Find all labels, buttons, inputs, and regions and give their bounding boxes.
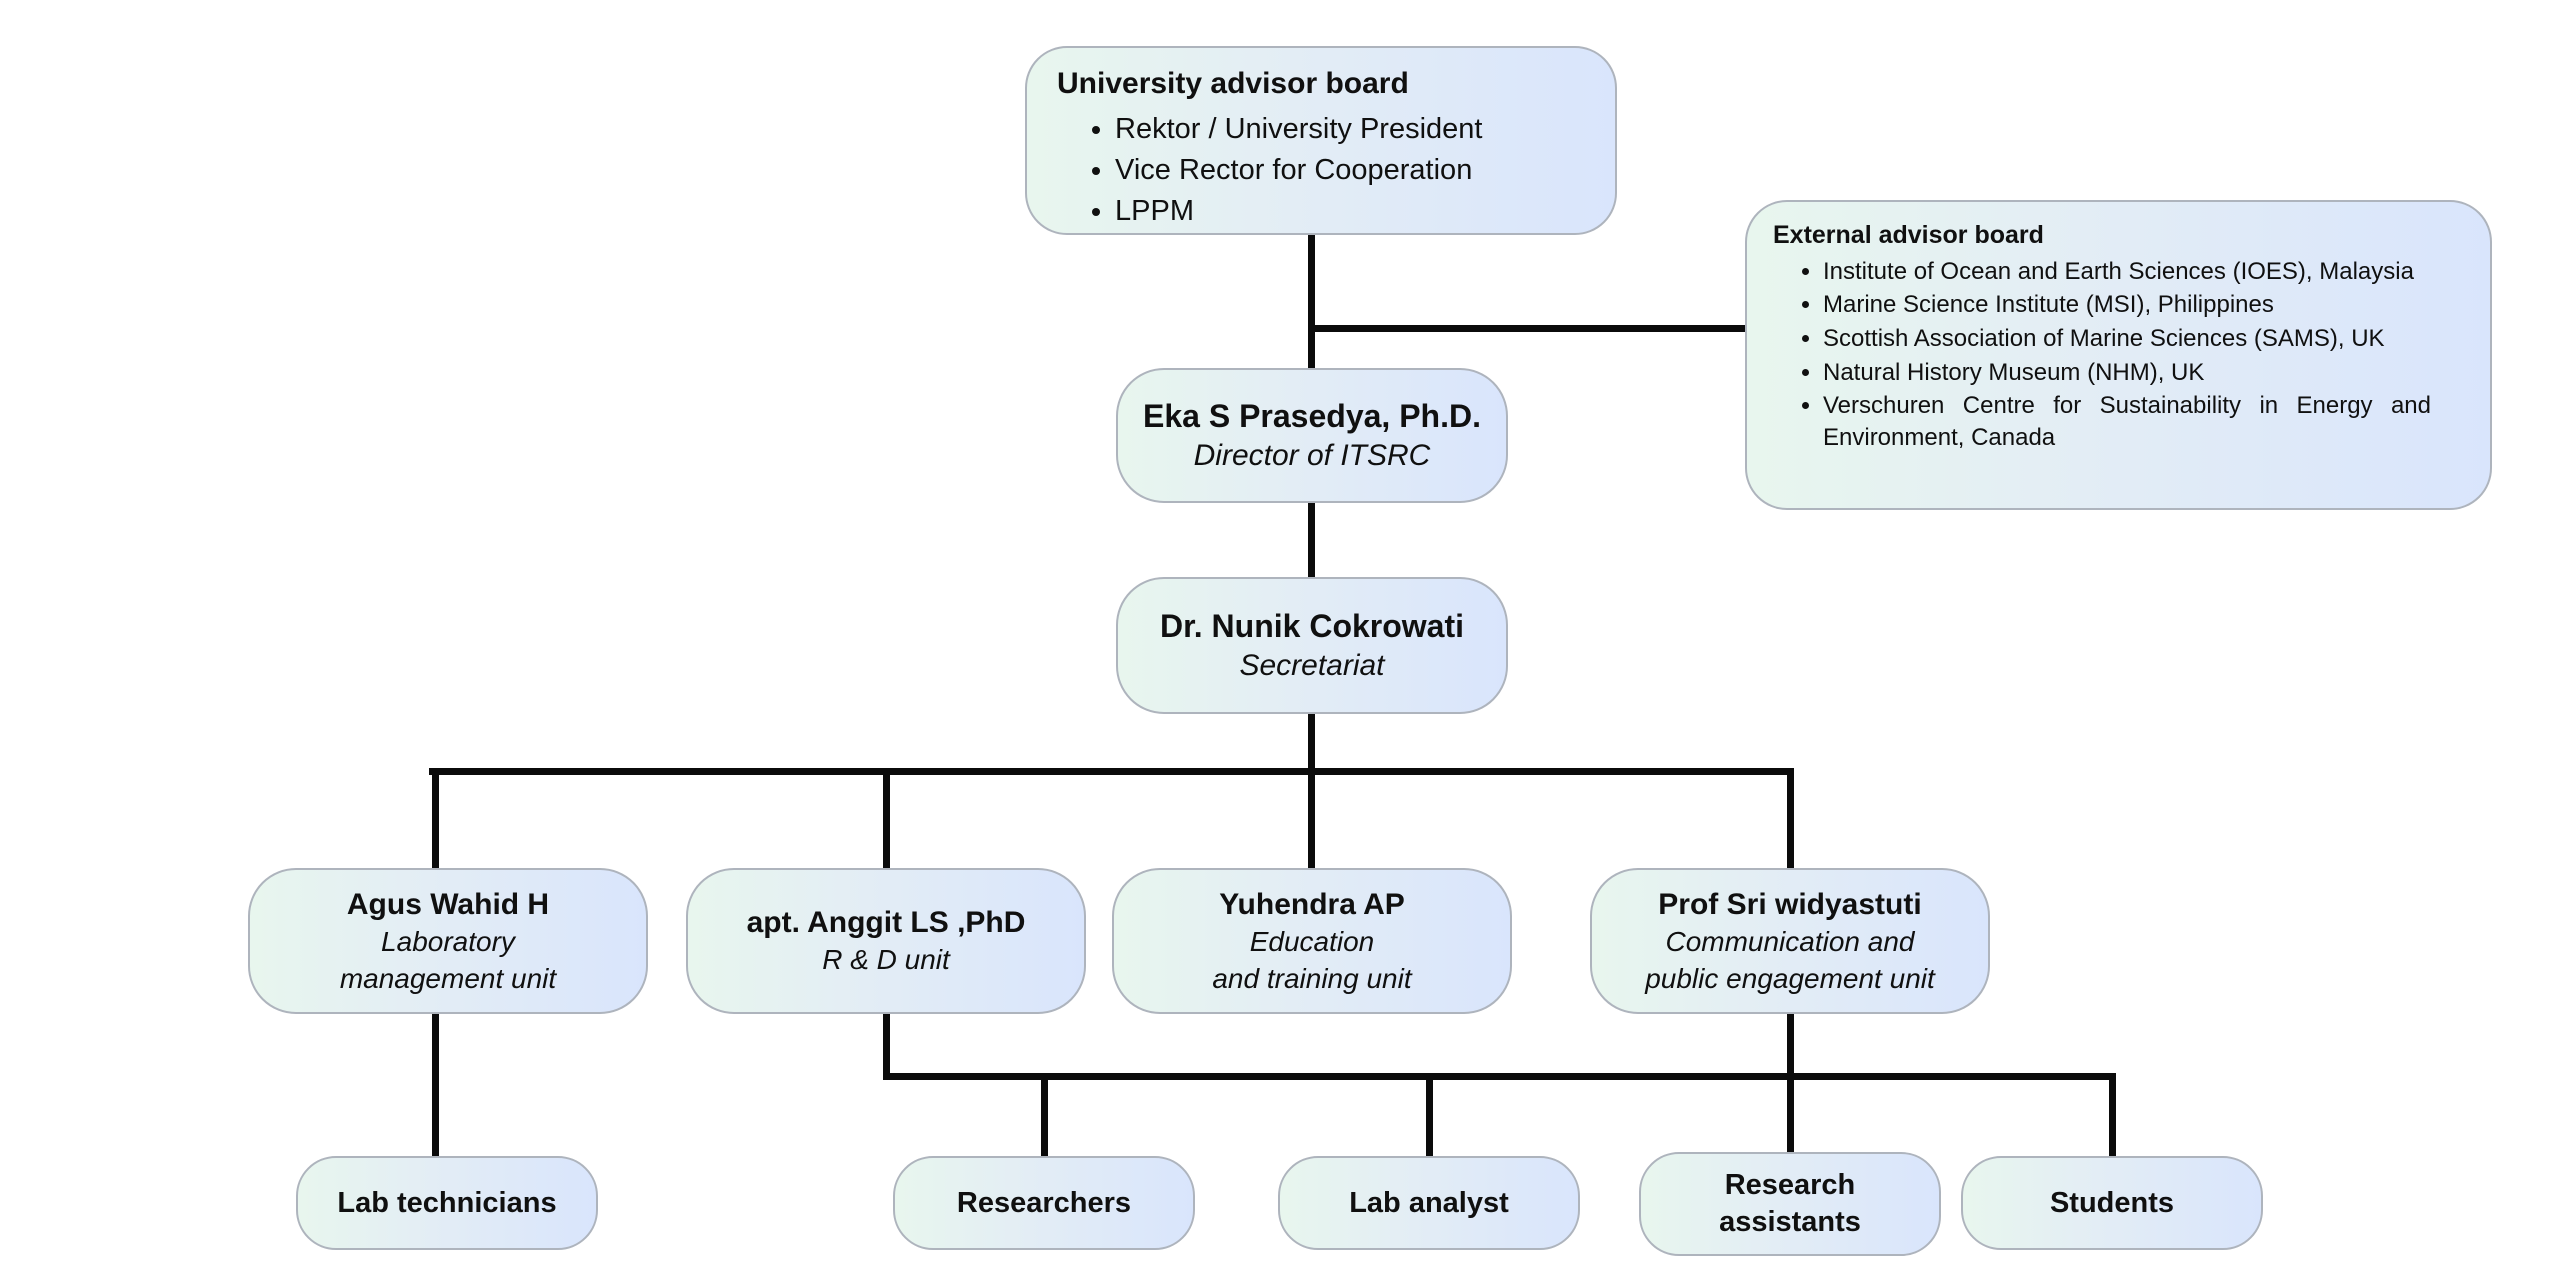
connector-staff-branch [883, 1073, 2116, 1080]
external-board-member: Verschuren Centre for Sustainability in … [1823, 390, 2431, 453]
unit-box-communication-engagement: Prof Sri widyastuti Communication and pu… [1590, 868, 1990, 1014]
connector-unit2-to-staffbranch [883, 1012, 890, 1080]
connector-to-external-board [1308, 325, 1745, 332]
university-board-member: LPPM [1115, 191, 1591, 232]
connector-drop-unit-3 [1308, 768, 1315, 872]
director-role: Director of ITSRC [1193, 439, 1431, 472]
university-advisor-board-box: University advisor board Rektor / Univer… [1025, 46, 1617, 235]
unit-lead-name: Prof Sri widyastuti [1658, 887, 1922, 921]
connector-drop-unit-2 [883, 768, 890, 872]
secretariat-name: Dr. Nunik Cokrowati [1159, 608, 1465, 644]
unit-lead-name: apt. Anggit LS ,PhD [746, 906, 1026, 940]
unit-lead-name: Yuhendra AP [1219, 887, 1405, 921]
university-board-member: Rektor / University President [1115, 109, 1591, 150]
unit-box-laboratory-management: Agus Wahid H Laboratory management unit [248, 868, 648, 1014]
external-advisor-board-box: External advisor board Institute of Ocea… [1745, 200, 2492, 510]
staff-label: Lab analyst [1349, 1186, 1509, 1219]
staff-label: Research assistants [1719, 1169, 1861, 1238]
unit-lead-name: Agus Wahid H [346, 887, 550, 921]
staff-label: Students [2049, 1186, 2175, 1219]
connector-drop-students [2109, 1073, 2116, 1160]
unit-box-education-training: Yuhendra AP Education and training unit [1112, 868, 1512, 1014]
connector-drop-researchers [1041, 1073, 1048, 1160]
external-board-member: Scottish Association of Marine Sciences … [1823, 323, 2431, 355]
secretariat-role: Secretariat [1239, 649, 1385, 682]
external-board-member-list: Institute of Ocean and Earth Sciences (I… [1773, 256, 2431, 454]
director-box: Eka S Prasedya, Ph.D. Director of ITSRC [1116, 368, 1508, 503]
staff-box-lab-analyst: Lab analyst [1278, 1156, 1580, 1250]
secretariat-box: Dr. Nunik Cokrowati Secretariat [1116, 577, 1508, 714]
connector-unit1-to-labtechnicians [432, 1010, 439, 1160]
university-board-member-list: Rektor / University President Vice Recto… [1057, 109, 1591, 233]
connector-drop-lab-analyst [1426, 1073, 1433, 1160]
external-board-member: Natural History Museum (NHM), UK [1823, 357, 2431, 389]
connector-secretariat-to-branch [1308, 712, 1315, 774]
staff-label: Researchers [956, 1186, 1132, 1219]
connector-university-to-director [1308, 233, 1315, 370]
unit-role: Communication and public engagement unit [1645, 925, 1935, 994]
connector-director-to-secretariat [1308, 500, 1315, 582]
staff-box-research-assistants: Research assistants [1639, 1152, 1941, 1256]
connector-units-branch [429, 768, 1794, 775]
connector-drop-unit-4 [1787, 768, 1794, 872]
staff-box-researchers: Researchers [893, 1156, 1195, 1250]
unit-role: Education and training unit [1212, 925, 1412, 994]
staff-box-students: Students [1961, 1156, 2263, 1250]
university-board-member: Vice Rector for Cooperation [1115, 150, 1591, 191]
unit-role: Laboratory management unit [339, 925, 557, 994]
external-board-title: External advisor board [1773, 221, 2044, 249]
staff-label: Lab technicians [337, 1186, 557, 1219]
connector-unit4-to-research-assistants [1787, 1012, 1794, 1158]
external-board-member: Marine Science Institute (MSI), Philippi… [1823, 289, 2431, 321]
university-board-title: University advisor board [1057, 67, 1409, 100]
staff-box-lab-technicians: Lab technicians [296, 1156, 598, 1250]
unit-role: R & D unit [822, 944, 950, 976]
director-name: Eka S Prasedya, Ph.D. [1143, 398, 1481, 434]
connector-drop-unit-1 [432, 768, 439, 872]
unit-box-rnd: apt. Anggit LS ,PhD R & D unit [686, 868, 1086, 1014]
external-board-member: Institute of Ocean and Earth Sciences (I… [1823, 256, 2431, 288]
